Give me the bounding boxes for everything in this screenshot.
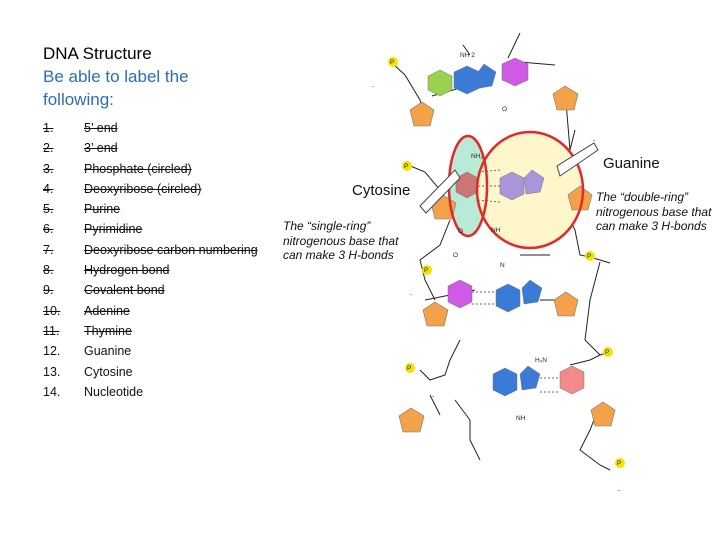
list-label: Adenine bbox=[84, 303, 130, 318]
nitrogenous-bases bbox=[427, 57, 585, 397]
double-ring-description: The “double-ring” nitrogenous base that … bbox=[596, 190, 711, 234]
atom-label: P bbox=[404, 163, 408, 170]
adenine-base bbox=[477, 63, 497, 89]
sugar bbox=[552, 85, 579, 111]
purple-base bbox=[447, 279, 473, 309]
list-label: Guanine bbox=[84, 344, 132, 359]
list-number: 10. bbox=[43, 303, 61, 318]
phosphate bbox=[388, 57, 398, 67]
adenine-base bbox=[495, 283, 521, 313]
list-label: Covalent bond bbox=[84, 283, 165, 298]
cytosine-base bbox=[559, 365, 585, 395]
list-label: Purine bbox=[84, 202, 121, 217]
cytosine-arrow bbox=[419, 169, 461, 214]
description-line: The “double-ring” bbox=[596, 190, 689, 204]
list-label: Cytosine bbox=[84, 364, 133, 379]
list-number: 12. bbox=[43, 344, 61, 359]
atom-label: - bbox=[432, 393, 434, 400]
atom-label: P bbox=[617, 460, 621, 467]
single-ring-description: The “single-ring” nitrogenous base that … bbox=[283, 219, 398, 263]
list-number: 11. bbox=[43, 323, 60, 338]
adenine-base bbox=[453, 65, 481, 95]
atom-label: P bbox=[587, 253, 591, 260]
list-number: 2. bbox=[43, 141, 54, 156]
atom-label: P bbox=[605, 349, 609, 356]
list-label: Thymine bbox=[84, 323, 132, 338]
list-label: 3’ end bbox=[84, 141, 118, 156]
page-subtitle-line-2: following: bbox=[43, 90, 114, 109]
list-label: 5’ end bbox=[84, 121, 118, 135]
guanine-red-circle bbox=[475, 130, 585, 250]
atom-label: P bbox=[390, 59, 394, 66]
list-label: Nucleotide bbox=[84, 384, 144, 399]
phosphate bbox=[615, 458, 625, 468]
atom-label: - bbox=[372, 83, 374, 90]
atom-label: O bbox=[453, 252, 458, 259]
callout-arrows bbox=[419, 142, 599, 214]
guanine-arrow bbox=[556, 142, 599, 177]
phosphate bbox=[422, 265, 432, 275]
list-number: 14. bbox=[43, 384, 61, 399]
description-line: The “single-ring” bbox=[283, 219, 371, 233]
page-title: DNA Structure bbox=[43, 44, 152, 63]
atom-label: H₂N bbox=[535, 357, 547, 364]
deoxyribose-sugars bbox=[398, 85, 616, 433]
guanine-base bbox=[519, 365, 541, 391]
list-number: 5. bbox=[43, 202, 54, 217]
list-label: Deoxyribose (circled) bbox=[84, 181, 202, 196]
atom-label: - bbox=[618, 487, 620, 494]
list-label: Hydrogen bond bbox=[84, 263, 170, 278]
atom-label: NH bbox=[491, 227, 501, 234]
phosphate bbox=[585, 251, 595, 261]
phosphate bbox=[603, 347, 613, 357]
list-number: 1. bbox=[43, 121, 54, 135]
atom-label: O bbox=[502, 106, 507, 113]
list-label: Deoxyribose carbon numbering bbox=[84, 242, 258, 257]
guanine-base bbox=[499, 171, 525, 201]
atom-label: - bbox=[410, 291, 412, 298]
atom-label: P bbox=[407, 365, 411, 372]
phosphate-groups bbox=[388, 57, 625, 468]
guanine-base bbox=[492, 367, 518, 397]
sugar bbox=[398, 407, 425, 433]
description-line: can make 3 H-bonds bbox=[596, 219, 707, 233]
sugar bbox=[422, 301, 449, 327]
atom-label: P bbox=[424, 267, 428, 274]
atom-label: - bbox=[593, 137, 595, 144]
list-number: 7. bbox=[43, 242, 54, 257]
atom-labels: NH 2 NH₂ NH O H₂N O N NH O P P P P P P P… bbox=[372, 52, 621, 494]
atom-label: NH₂ bbox=[471, 153, 483, 160]
sugar bbox=[553, 291, 579, 317]
list-number: 4. bbox=[43, 181, 54, 196]
guanine-base bbox=[523, 169, 545, 195]
list-number: 9. bbox=[43, 283, 54, 298]
list-number: 13. bbox=[43, 364, 61, 379]
list-label: Phosphate (circled) bbox=[84, 161, 192, 176]
list-number: 3. bbox=[43, 161, 54, 176]
phosphate bbox=[405, 363, 415, 373]
sugar bbox=[409, 101, 435, 127]
atom-label: O bbox=[458, 228, 463, 235]
description-line: can make 3 H-bonds bbox=[283, 248, 394, 262]
description-line: nitrogenous base that bbox=[283, 233, 399, 248]
purple-base bbox=[501, 57, 529, 87]
thymine-base bbox=[427, 69, 453, 97]
atom-label: N bbox=[500, 262, 505, 269]
sugar bbox=[590, 401, 616, 427]
guanine-callout: Guanine bbox=[603, 155, 660, 172]
title-block: DNA Structure Be able to label the follo… bbox=[43, 42, 189, 111]
adenine-base bbox=[521, 279, 543, 305]
atom-label: NH 2 bbox=[460, 52, 475, 59]
backbone-lines bbox=[391, 32, 611, 471]
list-number: 8. bbox=[43, 263, 54, 278]
list-label: Pyrimidine bbox=[84, 222, 143, 237]
page-subtitle-line-1: Be able to label the bbox=[43, 67, 189, 86]
atom-label: NH bbox=[516, 415, 526, 422]
list-number: 6. bbox=[43, 222, 54, 237]
cytosine-callout: Cytosine bbox=[352, 182, 411, 199]
description-line: nitrogenous base that bbox=[596, 204, 712, 219]
phosphate bbox=[402, 161, 412, 171]
hydrogen-bonds bbox=[472, 169, 560, 393]
